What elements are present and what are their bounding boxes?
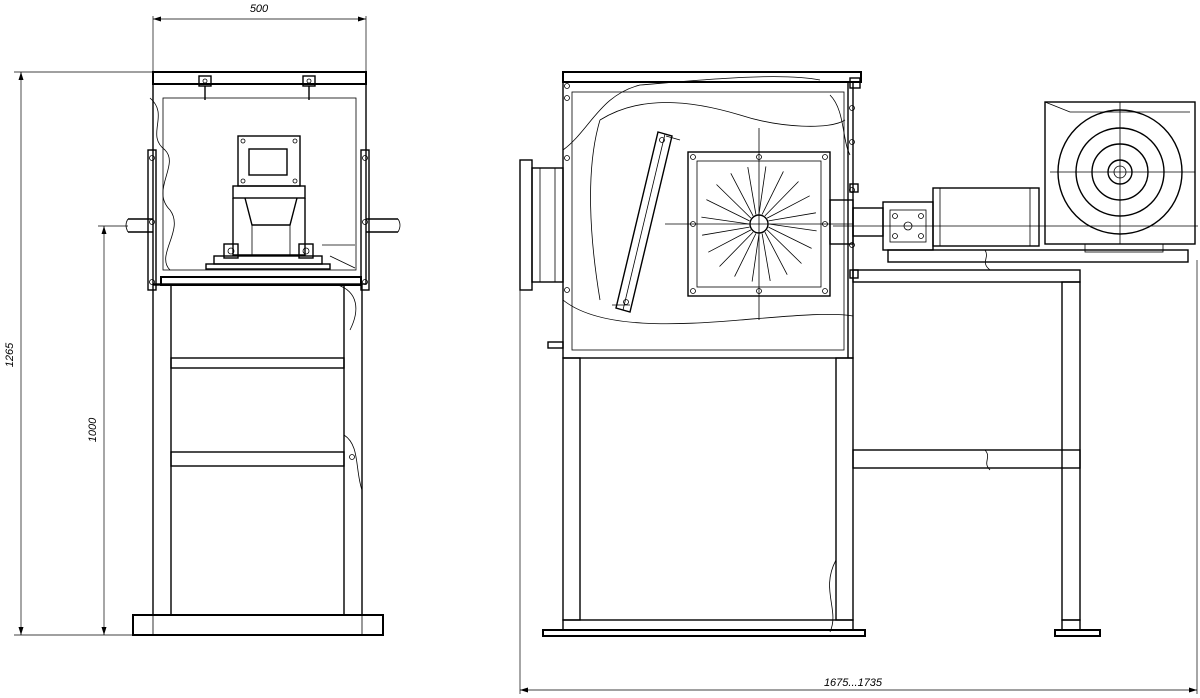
side-view xyxy=(519,71,1198,637)
impeller-spoke xyxy=(761,233,771,281)
impeller-spoke xyxy=(758,166,767,215)
wing-nut-left xyxy=(198,75,212,100)
impeller-spoke xyxy=(768,212,816,222)
impeller-spoke xyxy=(734,233,757,277)
impeller-grille xyxy=(665,128,853,320)
dim-width-top: 500 xyxy=(250,3,269,15)
side-dimensions: 1675...1735 xyxy=(519,260,1198,694)
impeller-spoke xyxy=(708,229,752,253)
impeller-spoke xyxy=(706,199,750,222)
front-dimensions: 500 1265 1000 xyxy=(4,3,367,636)
impeller-spoke xyxy=(761,171,784,215)
impeller-spoke xyxy=(747,167,757,215)
fan-casing xyxy=(1044,101,1196,245)
impeller-spoke xyxy=(768,223,817,232)
dim-total-length: 1675...1735 xyxy=(824,677,883,689)
dim-base-height: 1000 xyxy=(87,417,99,442)
damper-plate xyxy=(612,131,681,313)
impeller-spoke xyxy=(730,173,754,217)
impeller-spoke xyxy=(768,226,812,249)
dim-total-height: 1265 xyxy=(4,342,16,367)
impeller-spoke xyxy=(766,195,810,219)
impeller-spoke xyxy=(751,233,760,282)
impeller-spoke xyxy=(702,226,750,236)
impeller-spoke xyxy=(719,231,754,267)
impeller-spoke xyxy=(716,184,752,219)
impeller-spoke xyxy=(764,181,799,217)
wing-nut-right xyxy=(302,75,316,100)
impeller-spoke xyxy=(701,216,750,225)
impeller-spoke xyxy=(766,229,802,264)
front-view xyxy=(125,71,401,636)
impeller-spoke xyxy=(764,231,788,275)
